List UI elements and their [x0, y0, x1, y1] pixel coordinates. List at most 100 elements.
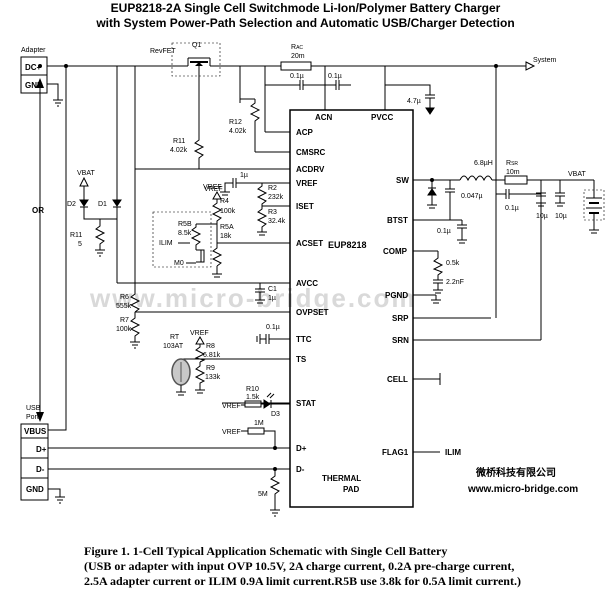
vref-label-1: VREF — [203, 184, 222, 191]
rt-value: 103AT — [163, 343, 184, 350]
r7-ref: R7 — [120, 317, 129, 324]
cap-01-a-value: 0.1µ — [290, 73, 304, 80]
rac-value: 20m — [291, 53, 305, 60]
comp-cap-value: 2.2nF — [446, 279, 464, 286]
rsr-ref: RSR — [506, 160, 518, 167]
figure-caption-line-2: 2.5A adapter current or ILIM 0.9A limit … — [84, 574, 521, 588]
vref-label-4: VREF — [222, 403, 241, 410]
pin-dminus: D- — [296, 465, 305, 474]
d3-label: D3 — [271, 411, 280, 418]
r2-ref: R2 — [268, 185, 277, 192]
cap-srn-value: 0.1µ — [505, 205, 519, 212]
pin-ts: TS — [296, 355, 307, 364]
inductor-value: 6.8µH — [474, 160, 493, 167]
r3-ref: R3 — [268, 209, 277, 216]
cap-pvcc-value: 4.7µ — [407, 98, 421, 105]
r2-value: 232k — [268, 194, 284, 201]
r10-ref: R10 — [246, 386, 259, 393]
usb-vbus-label: VBUS — [24, 427, 47, 436]
revfet-label: RevFET — [150, 48, 176, 55]
pin-acp: ACP — [296, 128, 314, 137]
r8-value: 6.81k — [203, 352, 221, 359]
flag1-ilim-label: ILIM — [445, 448, 461, 457]
r12-ref: R12 — [229, 119, 242, 126]
pin-flag1: FLAG1 — [382, 448, 409, 457]
rsr-resistor — [504, 175, 528, 185]
pin-srn: SRN — [392, 336, 409, 345]
r9-value: 133k — [205, 374, 221, 381]
cap-01-b-value: 0.1µ — [328, 73, 342, 80]
pin-comp: COMP — [383, 247, 408, 256]
r5b-value: 8.5k — [178, 230, 192, 237]
r5a-value: 18k — [220, 233, 232, 240]
vref-label-2: VREF — [204, 186, 223, 193]
adapter-gnd-label: GND — [25, 81, 43, 90]
q1-label: Q1 — [192, 42, 201, 49]
cap-bat1-value: 10µ — [536, 213, 548, 220]
vref-label-3: VREF — [190, 330, 209, 337]
usb-connector — [20, 423, 49, 501]
pin-btst: BTST — [387, 216, 408, 225]
pin-sw: SW — [396, 176, 409, 185]
pin-srp: SRP — [392, 314, 409, 323]
adapter-label: Adapter — [21, 47, 46, 54]
cap-vref-value: 1µ — [240, 172, 248, 179]
chip-name: EUP8218 — [328, 240, 367, 250]
adapter-dcplus-label: DC+ — [25, 63, 42, 72]
r5a-ref: R5A — [220, 224, 234, 231]
r3-value: 32.4k — [268, 218, 286, 225]
rt-ref: RT — [170, 334, 180, 341]
usb-dminus-label: D- — [36, 465, 45, 474]
r9-ref: R9 — [206, 365, 215, 372]
pin-pvcc: PVCC — [371, 113, 393, 122]
figure-caption-line-1: (USB or adapter with input OVP 10.5V, 2A… — [84, 559, 515, 573]
m0-label: M0 — [174, 260, 184, 267]
inductor — [459, 175, 493, 182]
cap-btst-value: 0.1µ — [437, 228, 451, 235]
vbat-arrow-left — [79, 176, 89, 187]
system-net-label: System — [533, 57, 557, 64]
r6-value: 555k — [116, 303, 132, 310]
pin-ttc: TTC — [296, 335, 312, 344]
r12-resistor — [249, 99, 261, 152]
d2-label: D2 — [67, 201, 76, 208]
r12-value: 4.02k — [229, 128, 247, 135]
sw-schottky-diode — [427, 188, 437, 196]
pin-avcc: AVCC — [296, 279, 318, 288]
thermal-pad-label-1: THERMAL — [322, 474, 361, 483]
r6-ref: R6 — [120, 294, 129, 301]
ilim-label: ILIM — [159, 240, 173, 247]
pin-acn: ACN — [315, 113, 333, 122]
rsr-value: 10m — [506, 169, 520, 176]
pin-pgnd: PGND — [385, 291, 408, 300]
usb-dplus-label: D+ — [36, 445, 47, 454]
r5m-value: 5M — [258, 491, 268, 498]
d2-diode — [79, 199, 89, 207]
usb-label-1: USB — [26, 405, 41, 412]
pin-iset: ISET — [296, 202, 314, 211]
or-label: OR — [32, 206, 44, 215]
pin-stat: STAT — [296, 399, 316, 408]
vref-arrow-3 — [195, 335, 205, 345]
d1-label: D1 — [98, 201, 107, 208]
pin-vref: VREF — [296, 179, 317, 188]
d1-diode — [112, 199, 122, 207]
pin-acdrv: ACDRV — [296, 165, 325, 174]
pin-ovpset: OVPSET — [296, 308, 329, 317]
r11-resistor — [193, 136, 205, 169]
vbat-right-label: VBAT — [568, 171, 586, 178]
r1m-resistor — [247, 427, 265, 435]
comp-resistor-value: 0.5k — [446, 260, 460, 267]
r1m-value: 1M — [254, 420, 264, 427]
vref-label-5: VREF — [222, 429, 241, 436]
rac-resistor — [280, 61, 312, 71]
r11b-ref: R11 — [70, 232, 82, 239]
pin-cmsrc: CMSRC — [296, 148, 326, 157]
company-name-cn: 微桥科技有限公司 — [475, 466, 556, 479]
r11-value: 4.02k — [170, 147, 188, 154]
usb-label-2: Port — [26, 414, 39, 421]
c1-ref: C1 — [268, 286, 277, 293]
rac-ref: RAC — [291, 44, 303, 51]
pin-acset: ACSET — [296, 239, 323, 248]
